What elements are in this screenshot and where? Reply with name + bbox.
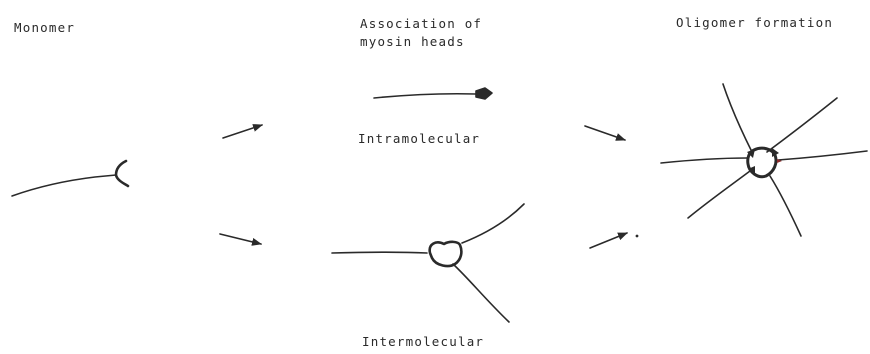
arrow-to-oligomer-upper xyxy=(585,126,625,140)
oligomer-arm-right xyxy=(778,151,867,160)
arrows xyxy=(220,125,638,248)
arrow-to-intramolecular xyxy=(223,125,262,138)
intramolecular-head xyxy=(476,88,492,99)
intermolecular-tail-lower xyxy=(453,264,509,322)
intermolecular-tail-left xyxy=(332,252,427,253)
intermolecular-heads xyxy=(430,242,462,266)
intermolecular-molecule xyxy=(332,204,524,322)
intermolecular-tail-upper-right xyxy=(462,204,524,243)
monomer-molecule xyxy=(12,161,128,196)
oligomer-arm-bottom-left xyxy=(688,171,750,218)
arrow-to-oligomer-lower xyxy=(590,233,627,248)
arrow-to-intermolecular xyxy=(220,234,261,244)
intramolecular-molecule xyxy=(374,88,492,99)
oligomer-molecule xyxy=(661,84,867,236)
monomer-tail xyxy=(12,175,116,196)
oligomer-arm-top-right xyxy=(767,98,837,152)
monomer-head xyxy=(116,161,128,186)
oligomer-arm-left xyxy=(661,158,747,163)
intramolecular-tail xyxy=(374,94,476,98)
oligomer-arm-bottom-right xyxy=(770,176,801,236)
stray-dot xyxy=(636,235,639,238)
oligomer-arm-top-left xyxy=(723,84,752,152)
